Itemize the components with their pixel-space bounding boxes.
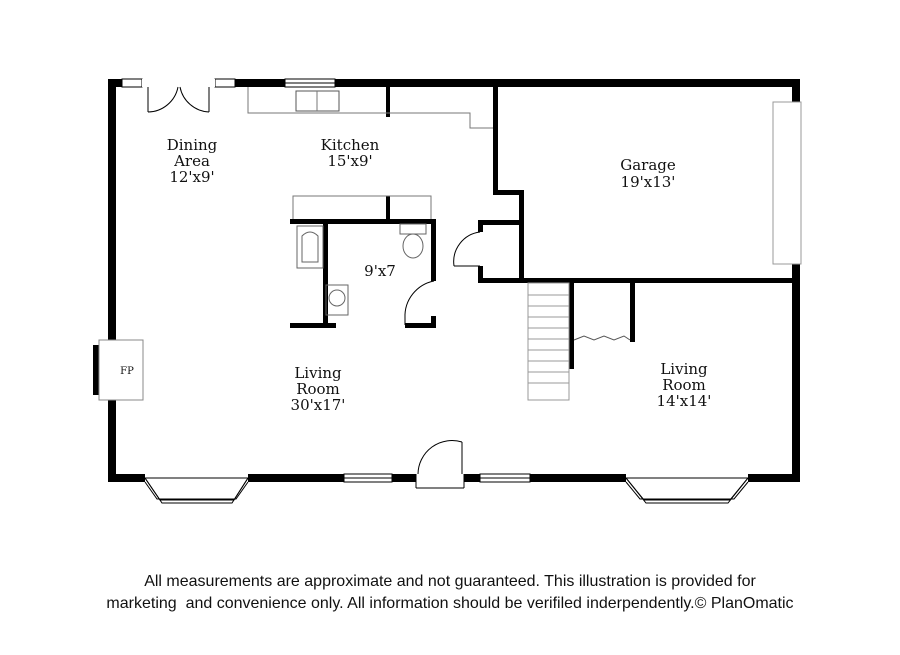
doors xyxy=(142,79,481,489)
kitchen-size: 15'x9' xyxy=(327,152,372,170)
living-side-name-line2: Room xyxy=(662,376,706,394)
living-side-name-line1: Living xyxy=(660,360,708,378)
living-main-size: 30'x17' xyxy=(291,396,346,414)
garage-name: Garage xyxy=(620,156,676,174)
living-main-name-line1: Living xyxy=(294,364,342,382)
living-side-size: 14'x14' xyxy=(657,392,712,410)
room-labels: Dining Area 12'x9' Kitchen 15'x9' Garage… xyxy=(167,136,712,414)
disclaimer: All measurements are approximate and not… xyxy=(0,571,900,615)
stairs xyxy=(527,282,570,401)
dining-name-line2: Area xyxy=(173,152,210,170)
living-main-name-line2: Room xyxy=(296,380,340,398)
kitchen-name: Kitchen xyxy=(321,136,380,154)
dining-name-line1: Dining xyxy=(167,136,218,154)
disclaimer-line1: All measurements are approximate and not… xyxy=(144,573,756,590)
bathroom-fixtures xyxy=(296,223,427,316)
garage-door xyxy=(772,101,802,265)
garage-size: 19'x13' xyxy=(621,173,676,191)
closet-bifold xyxy=(573,335,631,341)
fireplace-label: FP xyxy=(120,366,134,377)
bath-size: 9'x7 xyxy=(364,262,396,280)
floor-plan: FP Dining Area 12'x9' Kitchen 15'x9' Gar… xyxy=(93,78,802,504)
dining-size: 12'x9' xyxy=(169,168,214,186)
windows xyxy=(121,78,531,483)
bay-windows xyxy=(144,477,750,504)
kitchen-counters xyxy=(247,87,493,219)
interior-walls xyxy=(290,87,793,369)
disclaimer-line2: marketing and convenience only. All info… xyxy=(106,595,794,612)
fireplace: FP xyxy=(98,339,144,401)
